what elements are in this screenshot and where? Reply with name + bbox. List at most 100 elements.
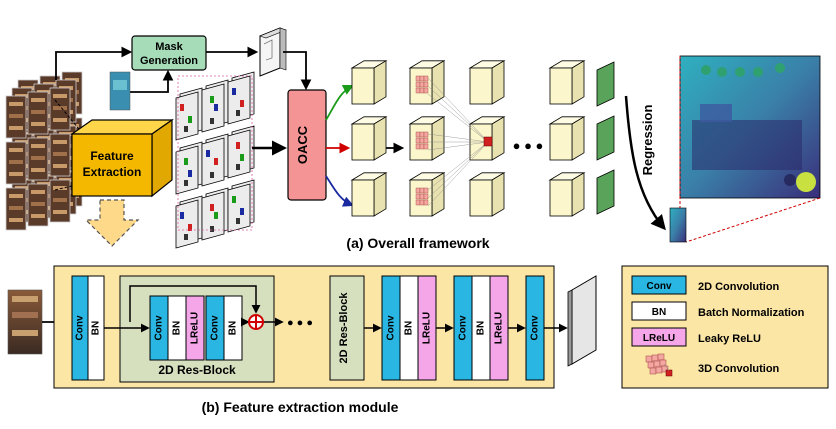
conv-layer: Conv xyxy=(525,275,545,381)
bn-layer: BN xyxy=(223,295,243,361)
feature-map xyxy=(201,83,225,133)
res-block-collapsed: 2D Res-Block xyxy=(329,275,365,381)
legend-conv-swatch xyxy=(631,275,687,295)
module-title: (b) Feature extraction module xyxy=(202,399,399,415)
feature-cubes xyxy=(350,60,586,217)
lf-to-mask-arrow xyxy=(55,46,133,80)
feature-map xyxy=(227,75,251,125)
lrelu-layer: LReLU xyxy=(185,295,205,361)
light-field-images xyxy=(5,71,83,231)
skip-connection xyxy=(129,285,261,322)
svg-text:Conv: Conv xyxy=(458,315,469,340)
legend-conv-symbol: Conv xyxy=(647,281,672,292)
feature-map xyxy=(175,91,199,141)
feature-extraction-label-1: Feature xyxy=(90,149,134,163)
legend: Conv 2D Convolution BN Batch Normalizati… xyxy=(621,265,829,389)
svg-text:BN: BN xyxy=(228,321,239,335)
feature-cube xyxy=(548,172,586,217)
legend-bn-label: Batch Normalization xyxy=(698,307,805,319)
feature-map xyxy=(201,137,225,187)
center-view-detail xyxy=(113,80,127,90)
feature-map xyxy=(175,199,199,249)
oacc-box: OACC xyxy=(287,89,327,201)
svg-text:BN: BN xyxy=(172,321,183,335)
svg-text:Conv: Conv xyxy=(530,315,541,340)
depth-map-thumbnail xyxy=(669,207,687,243)
light-field-view xyxy=(49,87,71,131)
feature-map xyxy=(227,129,251,179)
depth-map xyxy=(679,55,821,199)
overall-ellipsis: ● ● ● xyxy=(513,138,544,153)
svg-text:BN: BN xyxy=(404,321,415,335)
light-field-view xyxy=(49,179,71,223)
svg-text:Conv: Conv xyxy=(210,315,221,340)
svg-text:Conv: Conv xyxy=(75,315,86,340)
feature-extraction-box: Feature Extraction xyxy=(70,118,174,198)
res-block-vertical-label: 2D Res-Block xyxy=(338,292,350,364)
legend-3dconv-icon xyxy=(645,353,673,377)
mask-image xyxy=(259,27,287,77)
convergence-lines xyxy=(427,77,489,207)
green-arrow xyxy=(325,85,354,121)
mask-to-oacc-arrow xyxy=(283,51,312,91)
svg-text:BN: BN xyxy=(91,321,102,335)
light-field-view xyxy=(5,141,27,185)
bn-layer: BN xyxy=(399,275,419,381)
feature-map xyxy=(175,145,199,195)
layer-blocks: Conv BN Conv BN LReLU Conv BN Conv BN LReLU Conv BN… xyxy=(71,275,568,381)
light-field-view xyxy=(49,133,71,177)
conv-layer: Conv xyxy=(71,275,89,381)
expand-arrow xyxy=(84,199,140,247)
feature-cube xyxy=(468,60,506,105)
light-field-view xyxy=(27,137,49,181)
center-view-thumbnail xyxy=(109,71,131,111)
svg-text:LReLU: LReLU xyxy=(494,312,505,344)
feature-cube xyxy=(350,60,388,105)
res-block-label: 2D Res-Block xyxy=(158,363,236,377)
legend-lrelu-label: Leaky ReLU xyxy=(698,333,761,345)
svg-text:BN: BN xyxy=(476,321,487,335)
conv-kernel xyxy=(415,187,429,206)
light-field-view xyxy=(27,91,49,135)
feature-maps-grid xyxy=(175,71,255,249)
conv-kernel xyxy=(415,131,429,150)
feature-cube xyxy=(468,116,506,161)
conv-kernel xyxy=(415,75,429,94)
conv-layer: Conv xyxy=(453,275,473,381)
legend-conv-label: 2D Convolution xyxy=(698,281,780,293)
svg-text:Conv: Conv xyxy=(154,315,165,340)
feature-maps-outline xyxy=(177,75,253,231)
legend-3dconv-label: 3D Convolution xyxy=(698,363,780,375)
output-feature-plane xyxy=(567,275,597,367)
bn-layer: BN xyxy=(167,295,187,361)
light-field-view xyxy=(5,187,27,231)
zoom-line-2 xyxy=(685,197,821,243)
conv-layer: Conv xyxy=(149,295,169,361)
center-view-to-mask-arrow xyxy=(130,69,174,93)
module-ellipsis: ● ● ● xyxy=(287,317,313,329)
overall-framework-title: (a) Overall framework xyxy=(346,235,489,251)
light-field-view xyxy=(5,95,27,139)
feature-cube xyxy=(350,172,388,217)
regression-label: Regression xyxy=(640,105,655,176)
output-planes xyxy=(596,61,615,215)
output-voxel xyxy=(483,136,493,147)
light-field-view xyxy=(27,183,49,227)
blue-arrow xyxy=(325,175,354,207)
svg-text:Conv: Conv xyxy=(386,315,397,340)
feature-cube xyxy=(548,60,586,105)
input-view-image xyxy=(7,289,43,355)
lrelu-layer: LReLU xyxy=(417,275,437,381)
bn-layer: BN xyxy=(471,275,491,381)
legend-bn-symbol: BN xyxy=(652,307,666,318)
mask-generation-label-2: Generation xyxy=(140,55,198,67)
svg-text:LReLU: LReLU xyxy=(190,312,201,344)
feature-cube xyxy=(548,116,586,161)
feature-extraction-label-2: Extraction xyxy=(83,165,142,179)
oacc-label: OACC xyxy=(295,125,310,164)
svg-text:LReLU: LReLU xyxy=(422,312,433,344)
legend-bn-swatch xyxy=(631,301,687,321)
legend-lrelu-swatch xyxy=(631,327,687,347)
depth-ball xyxy=(796,172,816,192)
